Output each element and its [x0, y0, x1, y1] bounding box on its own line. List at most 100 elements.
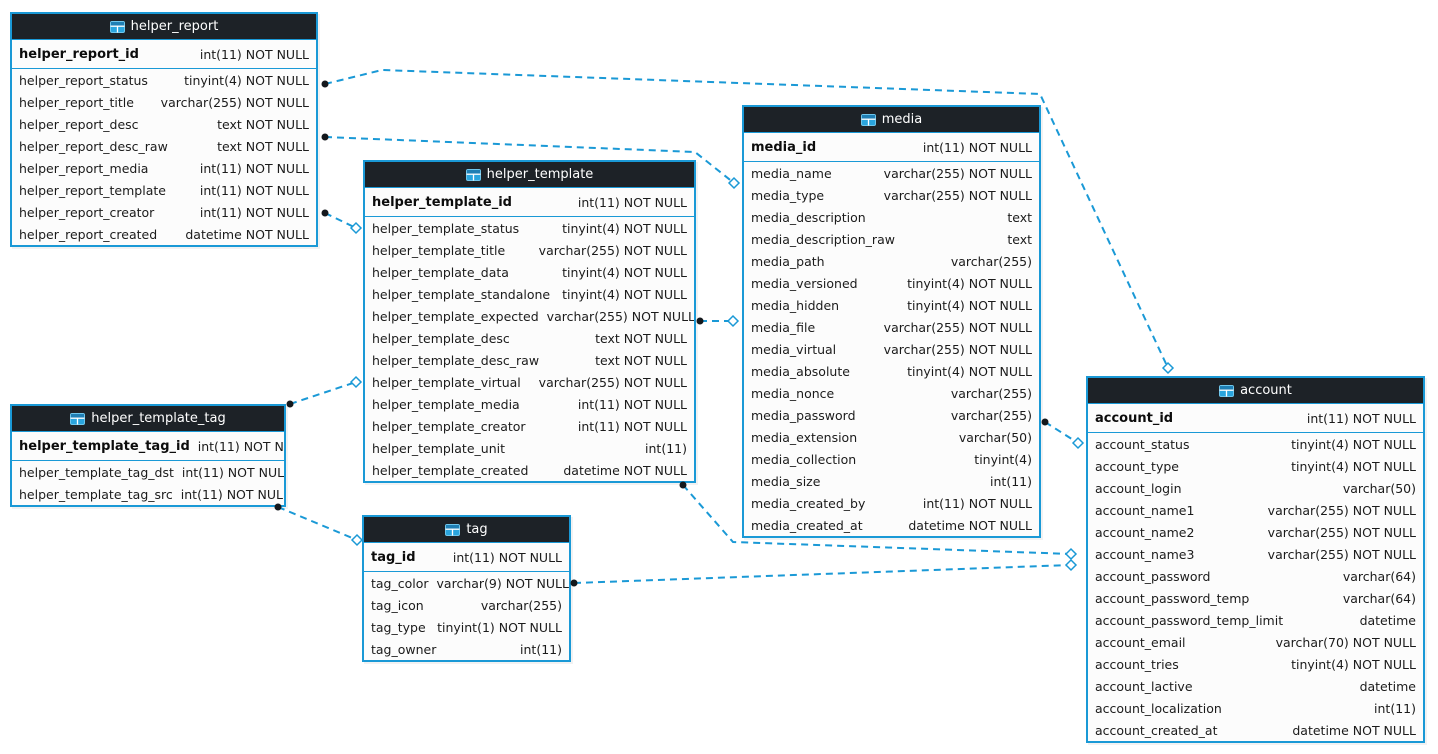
table-helper_template_tag[interactable]: helper_template_tag helper_template_tag_i…	[10, 404, 286, 507]
column-name: account_tries	[1095, 656, 1179, 672]
table-header-helper_template[interactable]: helper_template	[365, 162, 694, 188]
column-name: helper_report_desc	[19, 116, 139, 132]
table-header-account[interactable]: account	[1088, 378, 1423, 404]
column-type: tinyint(4) NOT NULL	[1291, 656, 1416, 672]
relationship-templatetag-template[interactable]	[289, 381, 357, 405]
column-name: tag_owner	[371, 641, 437, 657]
column-type: int(11) NOT NULL	[577, 396, 687, 412]
column-name: media_created_at	[751, 517, 863, 533]
primary-key-name: media_id	[751, 139, 817, 155]
column-type: int(11)	[645, 440, 687, 456]
column-type: tinyint(1) NOT NULL	[437, 619, 562, 635]
table-header-helper_report[interactable]: helper_report	[12, 14, 316, 40]
column-name: media_collection	[751, 451, 857, 467]
column-name: helper_template_status	[372, 220, 520, 236]
table-helper_template[interactable]: helper_template helper_template_id int(11)…	[363, 160, 696, 483]
table-header-media[interactable]: media	[744, 107, 1039, 133]
column-name: helper_report_creator	[19, 204, 155, 220]
table-icon	[860, 113, 876, 126]
relationship-endpoint-dot	[696, 317, 704, 325]
column-name: media_password	[751, 407, 856, 423]
column-name: helper_template_media	[372, 396, 520, 412]
column-name: media_description	[751, 209, 866, 225]
relationship-report-template[interactable]	[324, 212, 357, 229]
table-title: helper_template_tag	[91, 411, 226, 426]
primary-key-type: int(11) NOT NULL	[577, 194, 687, 210]
column-name: media_hidden	[751, 297, 840, 313]
relationship-endpoint-dot	[570, 579, 578, 587]
column-type: datetime	[1359, 678, 1416, 694]
column-type: varchar(64)	[1342, 568, 1416, 584]
column-type: varchar(255) NOT NULL	[1267, 546, 1416, 562]
column-type: tinyint(4) NOT NULL	[1291, 458, 1416, 474]
primary-key-name: helper_template_tag_id	[19, 438, 190, 454]
relationship-endpoint-dot	[321, 209, 329, 217]
column-type: varchar(255) NOT NULL	[538, 242, 687, 258]
column-type: varchar(255) NOT NULL	[883, 319, 1032, 335]
column-name: account_localization	[1095, 700, 1222, 716]
primary-key-name: helper_template_id	[372, 194, 512, 210]
column-name: media_file	[751, 319, 816, 335]
table-header-tag[interactable]: tag	[364, 517, 569, 543]
relationship-tag-account[interactable]	[573, 564, 1072, 584]
relationship-endpoint-diamond	[727, 176, 741, 190]
primary-key-row: helper_template_id int(11) NOT NULL	[365, 188, 694, 217]
column-type: datetime NOT NULL	[908, 517, 1032, 533]
table-title: account	[1240, 383, 1292, 398]
column-row-helper_template_media: helper_template_media int(11) NOT NULL	[365, 393, 694, 415]
primary-key-name: tag_id	[371, 549, 416, 565]
relationship-templatetag-tag[interactable]	[277, 506, 358, 541]
column-type: datetime NOT NULL	[563, 462, 687, 478]
column-type: tinyint(4) NOT NULL	[184, 72, 309, 88]
column-type: int(11) NOT NULL	[199, 204, 309, 220]
column-type: text NOT NULL	[595, 330, 687, 346]
column-name: account_created_at	[1095, 722, 1218, 738]
column-type: tinyint(4)	[974, 451, 1032, 467]
column-name: account_name1	[1095, 502, 1195, 518]
relationship-endpoint-diamond	[349, 221, 363, 235]
relationship-endpoint-diamond	[1064, 547, 1078, 561]
column-name: account_email	[1095, 634, 1186, 650]
column-type: varchar(255) NOT NULL	[160, 94, 309, 110]
table-icon	[70, 412, 86, 425]
column-type: datetime	[1359, 612, 1416, 628]
column-type: varchar(255) NOT NULL	[546, 308, 694, 324]
table-header-helper_template_tag[interactable]: helper_template_tag	[12, 406, 284, 432]
column-name: account_login	[1095, 480, 1182, 496]
column-name: helper_report_title	[19, 94, 134, 110]
column-type: tinyint(4) NOT NULL	[562, 220, 687, 236]
relationship-media-account[interactable]	[1044, 421, 1079, 444]
column-name: media_type	[751, 187, 825, 203]
table-title: media	[881, 112, 923, 127]
column-type: varchar(50)	[958, 429, 1032, 445]
column-type: int(11) NOT NULL	[577, 418, 687, 434]
relationship-endpoint-dot	[321, 80, 329, 88]
relationship-endpoint-dot	[286, 400, 294, 408]
